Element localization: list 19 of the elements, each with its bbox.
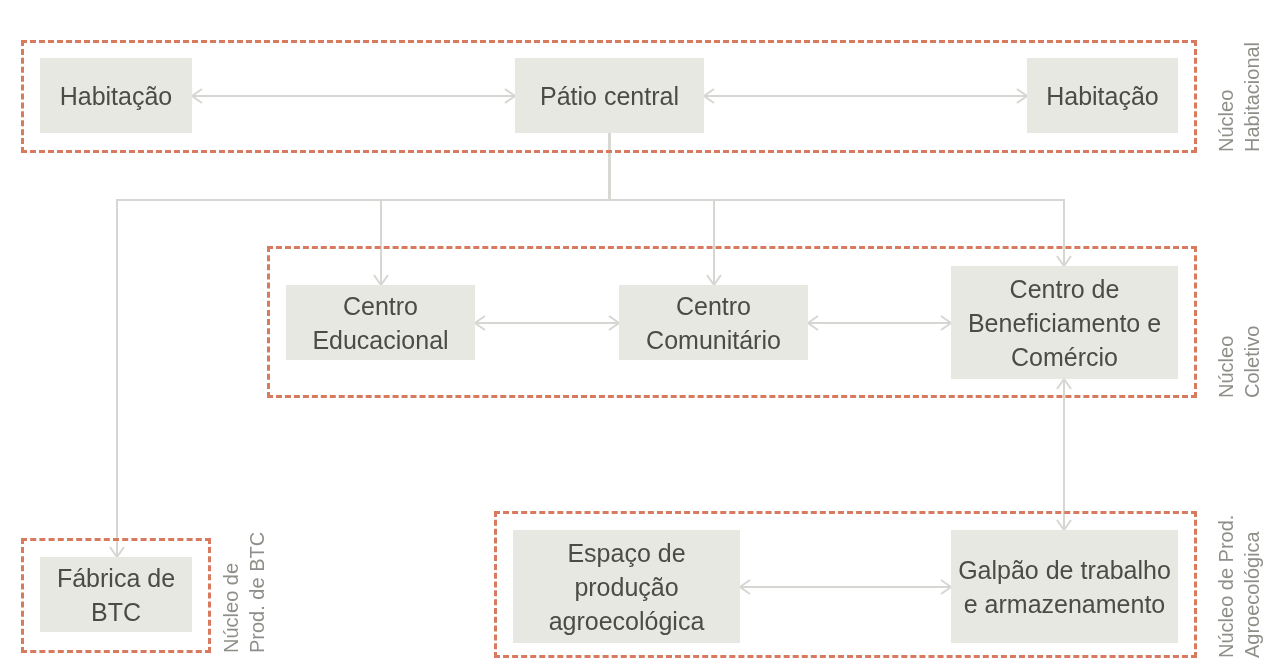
process-box: Centro Comunitário [619, 285, 808, 360]
group-label: Núcleo de Prod. de BTC [219, 530, 269, 653]
group-label: Núcleo Habitacional [1214, 40, 1264, 152]
process-box: Habitação [40, 58, 192, 133]
process-box: Centro de Beneficiamento e Comércio [951, 266, 1178, 379]
arrow [474, 315, 620, 331]
arrow [739, 579, 952, 595]
arrow [191, 88, 516, 104]
process-box: Pátio central [515, 58, 704, 133]
group-label: Núcleo de Prod. Agroecológica [1214, 513, 1264, 658]
group-label: Núcleo Coletivo [1214, 324, 1264, 398]
process-box: Galpão de trabalho e armazenamento [951, 530, 1178, 643]
process-box: Habitação [1027, 58, 1178, 133]
process-box: Fábrica de BTC [40, 557, 192, 632]
process-box: Centro Educacional [286, 285, 475, 360]
process-box: Espaço de produção agroecológica [513, 530, 740, 643]
arrow [807, 315, 952, 331]
arrow [1056, 378, 1072, 531]
arrow [703, 88, 1028, 104]
